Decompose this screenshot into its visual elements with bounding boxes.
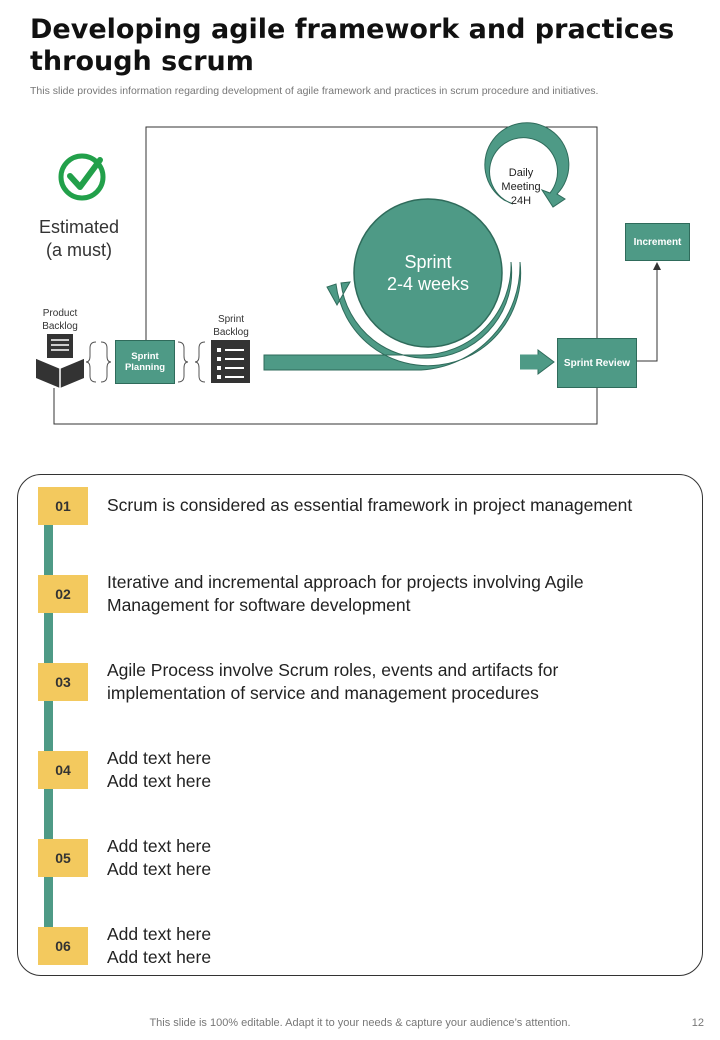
item-number: 06 — [38, 927, 88, 965]
estimated-label: Estimated (a must) — [24, 216, 134, 262]
bracket-left-2 — [100, 341, 112, 383]
item-number: 04 — [38, 751, 88, 789]
daily-meeting-label: Daily Meeting 24H — [492, 166, 550, 208]
item-line: Iterative and incremental approach for p… — [107, 572, 584, 592]
item-line: Add text here — [107, 748, 212, 768]
daily-meeting-freq: 24H — [510, 195, 532, 207]
sprint-backlog-label: Sprint Backlog — [213, 314, 249, 338]
page-subtitle: This slide provides information regardin… — [30, 85, 599, 97]
daily-meeting-text: Daily Meeting — [501, 167, 541, 193]
item-number: 01 — [38, 487, 88, 525]
list-icon — [211, 340, 250, 383]
list-item: Iterative and incremental approach for p… — [107, 571, 687, 617]
sprint-text: Sprint — [404, 252, 452, 272]
increment-connector — [637, 262, 661, 362]
item-line: Management for software development — [107, 595, 411, 615]
item-line: Scrum is considered as essential framewo… — [107, 495, 633, 515]
item-line: Add text here — [107, 771, 212, 791]
sprint-arrow-head — [537, 349, 555, 375]
timeline-rail — [44, 515, 53, 935]
sprint-circle-label: Sprint 2-4 weeks — [368, 251, 488, 295]
item-line: implementation of service and management… — [107, 683, 539, 703]
sprint-duration-text: 2-4 weeks — [386, 274, 470, 294]
estimated-text: Estimated — [38, 217, 120, 237]
item-number: 05 — [38, 839, 88, 877]
frame-bottom-lines — [53, 388, 598, 425]
item-line: Add text here — [107, 947, 212, 967]
backlog-box-icon — [35, 334, 85, 388]
scrum-diagram: Estimated (a must) Product Backlog Sprin… — [0, 0, 720, 440]
sprint-review-box: Sprint Review — [557, 338, 637, 388]
list-item: Add text here Add text here — [107, 747, 687, 793]
bracket-right — [177, 341, 189, 383]
item-line: Add text here — [107, 924, 212, 944]
sprint-circle — [353, 198, 503, 348]
item-number: 02 — [38, 575, 88, 613]
points-panel — [17, 474, 703, 976]
estimated-note: (a must) — [45, 240, 112, 260]
sprint-planning-box: Sprint Planning — [115, 340, 175, 384]
item-number: 03 — [38, 663, 88, 701]
increment-box: Increment — [625, 223, 690, 261]
list-item: Add text here Add text here — [107, 923, 687, 969]
page-title: Developing agile framework and practices… — [30, 14, 675, 77]
footer-note: This slide is 100% editable. Adapt it to… — [149, 1017, 571, 1029]
sprint-loop-arrow — [263, 261, 522, 371]
item-line: Add text here — [107, 859, 212, 879]
bracket-right-2 — [194, 341, 206, 383]
bracket-left — [85, 341, 97, 383]
list-item: Add text here Add text here — [107, 835, 687, 881]
list-item: Scrum is considered as essential framewo… — [107, 494, 687, 517]
item-line: Agile Process involve Scrum roles, event… — [107, 660, 559, 680]
list-item: Agile Process involve Scrum roles, event… — [107, 659, 687, 705]
item-line: Add text here — [107, 836, 212, 856]
scrum-diagram-graphics — [35, 122, 661, 425]
check-circle-icon — [58, 153, 106, 201]
daily-meeting-loop — [484, 122, 570, 208]
page-number: 12 — [691, 1017, 704, 1029]
product-backlog-label: Product Backlog — [42, 308, 78, 332]
frame-top-lines — [145, 126, 598, 342]
